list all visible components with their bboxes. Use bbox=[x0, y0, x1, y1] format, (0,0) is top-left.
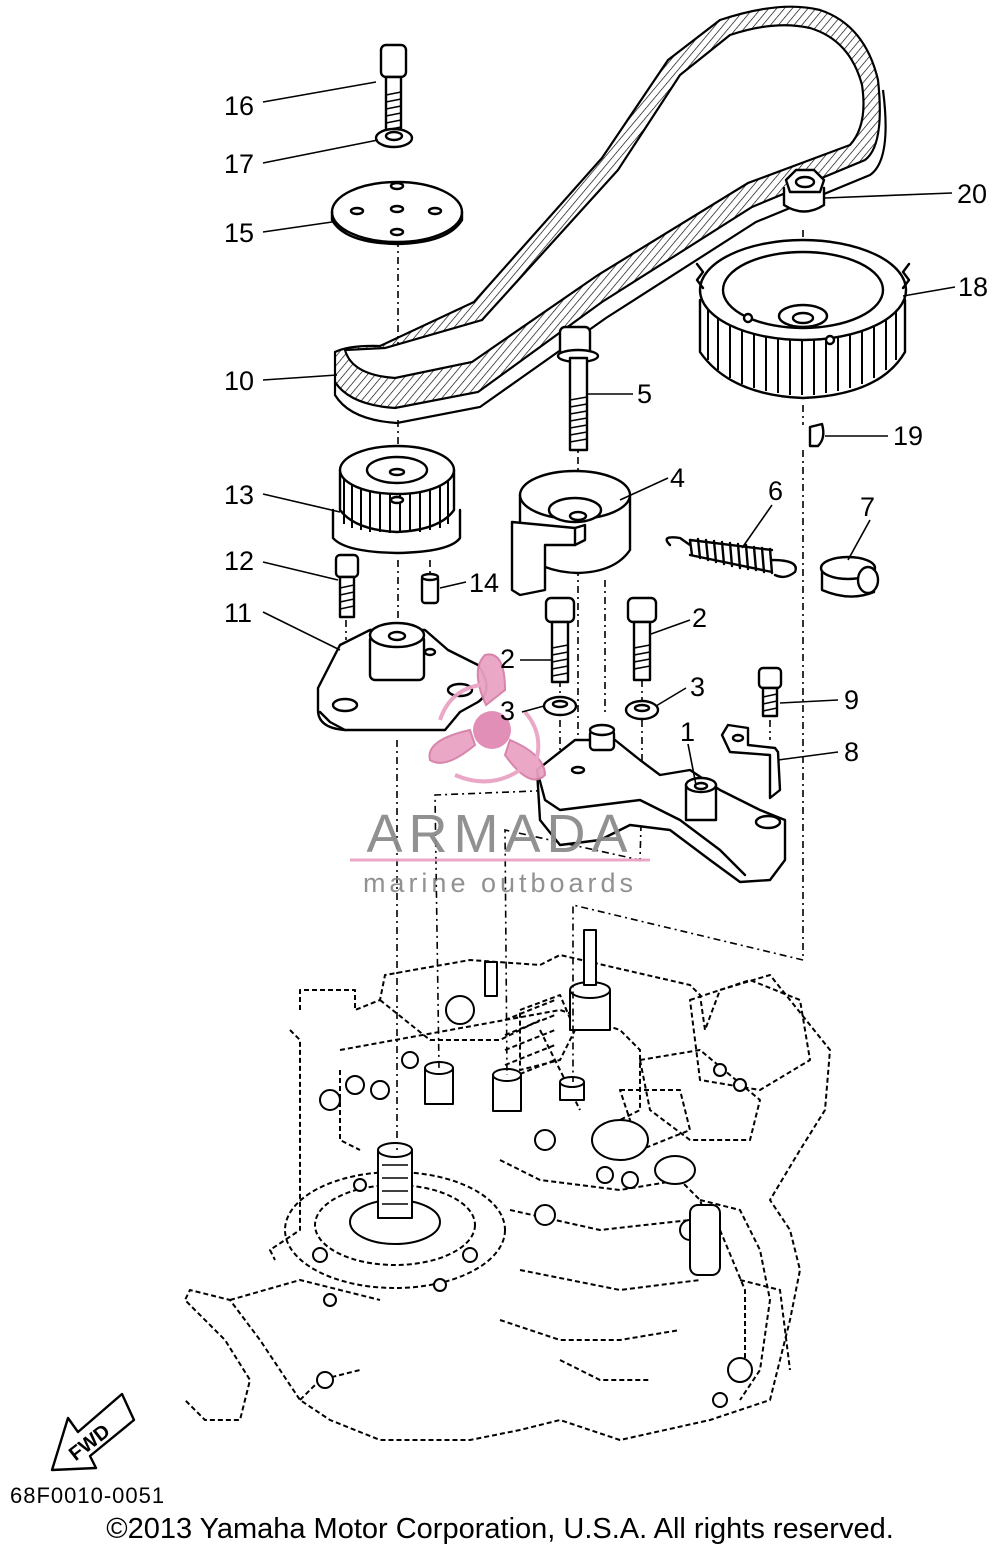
callout-7: 7 bbox=[860, 492, 875, 522]
copyright-notice: ©2013 Yamaha Motor Corporation, U.S.A. A… bbox=[106, 1513, 894, 1545]
engine-block bbox=[184, 929, 831, 1441]
callout-2-left: 2 bbox=[500, 644, 515, 674]
callout-11: 11 bbox=[224, 598, 252, 628]
callout-9: 9 bbox=[844, 685, 859, 715]
callout-4: 4 bbox=[670, 463, 685, 493]
flywheel-housing bbox=[284, 1142, 506, 1307]
armada-watermark: ARMADA marine outboards bbox=[350, 653, 650, 898]
callout-5: 5 bbox=[637, 379, 652, 409]
part-12-bolt bbox=[334, 553, 360, 619]
callout-17: 17 bbox=[224, 149, 254, 179]
callout-18: 18 bbox=[958, 272, 988, 302]
timing-belt bbox=[333, 5, 887, 425]
part-2-bolt-left bbox=[544, 596, 576, 684]
part-13-crank-pulley bbox=[331, 444, 462, 555]
callout-14: 14 bbox=[469, 568, 499, 598]
part-15-pulley-plate bbox=[330, 180, 464, 246]
part-8-bracket bbox=[720, 723, 782, 800]
throttle-linkage bbox=[591, 1119, 791, 1383]
part-11-flange bbox=[316, 621, 488, 732]
fwd-arrow: FWD bbox=[50, 1392, 136, 1472]
part-2-bolt-right bbox=[626, 596, 658, 682]
callout-19: 19 bbox=[893, 421, 923, 451]
part-7-collar bbox=[819, 555, 880, 598]
part-16-bolt bbox=[379, 43, 408, 145]
part-18-cam-pulley bbox=[695, 238, 911, 400]
part-17-washer bbox=[374, 127, 414, 149]
callout-15: 15 bbox=[224, 218, 254, 248]
watermark-tagline: marine outboards bbox=[363, 868, 637, 898]
callout-1: 1 bbox=[680, 717, 695, 747]
part-20-nut bbox=[782, 168, 826, 213]
callout-numbers: 16 17 15 10 13 12 11 14 5 4 6 7 2 2 3 3 … bbox=[224, 91, 988, 767]
callout-12: 12 bbox=[224, 546, 254, 576]
mounting-bosses bbox=[316, 929, 747, 1408]
part-4-tensioner-pulley bbox=[510, 469, 632, 597]
watermark-name: ARMADA bbox=[366, 804, 633, 864]
part-5-long-bolt bbox=[556, 325, 600, 452]
callout-16: 16 bbox=[224, 91, 254, 121]
part-6-spring bbox=[665, 536, 797, 579]
part-1-tensioner-arm bbox=[535, 723, 787, 884]
callout-6: 6 bbox=[768, 476, 783, 506]
part-14-dowel-pin bbox=[420, 572, 440, 605]
callout-13: 13 bbox=[224, 480, 254, 510]
leader-lines bbox=[262, 81, 956, 786]
callout-10: 10 bbox=[224, 366, 254, 396]
callout-2-right: 2 bbox=[692, 603, 707, 633]
armada-propeller-logo bbox=[428, 653, 547, 784]
diagram-code: 68F0010-0051 bbox=[10, 1483, 166, 1508]
part-3-washer-left bbox=[542, 695, 578, 717]
part-19-woodruff-key bbox=[808, 422, 825, 448]
part-9-bolt bbox=[757, 666, 783, 718]
callout-3-left: 3 bbox=[500, 696, 515, 726]
callout-3-right: 3 bbox=[690, 672, 705, 702]
part-3-washer-right bbox=[624, 699, 660, 721]
callout-8: 8 bbox=[844, 737, 859, 767]
callout-20: 20 bbox=[957, 179, 987, 209]
